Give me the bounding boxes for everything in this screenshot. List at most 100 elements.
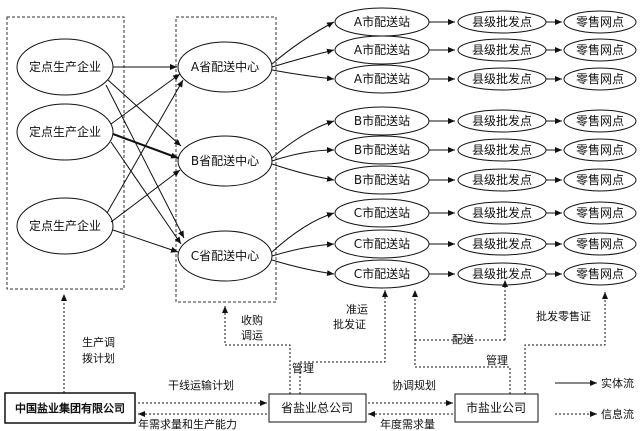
production-plan-label-2: 拨计划 bbox=[82, 351, 115, 365]
county-wholesale-node: 县级批发点 bbox=[457, 262, 547, 286]
chain-row: B市配送站 县级批发点 零售网点 bbox=[334, 135, 637, 165]
retail-outlet-node: 零售网点 bbox=[563, 232, 637, 256]
group-company-label: 中国盐业集团有限公司 bbox=[15, 401, 125, 415]
county-wholesale-label: 县级批发点 bbox=[472, 172, 532, 187]
city-station-node: B市配送站 bbox=[334, 165, 430, 195]
city-station-node: C市配送站 bbox=[334, 198, 430, 228]
coordinate-plan-label: 协调规划 bbox=[392, 378, 436, 392]
county-wholesale-node: 县级批发点 bbox=[457, 168, 547, 192]
retail-outlet-node: 零售网点 bbox=[563, 138, 637, 162]
demand-capacity-label: 年需求量和生产能力 bbox=[138, 417, 237, 431]
county-wholesale-label: 县级批发点 bbox=[472, 205, 532, 220]
distribution-chain: A市配送站县级批发点零售网点A市配送站县级批发点零售网点A市配送站县级批发点零售… bbox=[334, 7, 637, 289]
provincial-company-box: 省盐业总公司 bbox=[268, 393, 367, 423]
producers-group-box bbox=[6, 16, 125, 290]
retail-outlet-label: 零售网点 bbox=[576, 113, 624, 128]
county-wholesale-node: 县级批发点 bbox=[457, 109, 547, 133]
city-station-node: A市配送站 bbox=[334, 7, 430, 37]
retail-outlet-label: 零售网点 bbox=[576, 142, 624, 157]
retail-outlet-node: 零售网点 bbox=[563, 67, 637, 91]
center-station-arrows bbox=[271, 21, 335, 277]
city-company-box: 市盐业公司 bbox=[454, 393, 539, 423]
purchase-dispatch-label-2: 调运 bbox=[241, 329, 263, 342]
city-station-label: B市配送站 bbox=[354, 172, 410, 187]
city-station-node: C市配送站 bbox=[334, 259, 430, 289]
retail-outlet-node: 零售网点 bbox=[563, 38, 637, 62]
retail-outlet-label: 零售网点 bbox=[576, 172, 624, 187]
county-wholesale-node: 县级批发点 bbox=[457, 201, 547, 225]
manage-right-label: 管理 bbox=[486, 353, 508, 367]
approve-wholesale-label-1: 准运 bbox=[346, 303, 368, 316]
county-wholesale-node: 县级批发点 bbox=[457, 232, 547, 256]
producer-node-3: 定点生产企业 bbox=[16, 197, 114, 255]
chain-row: C市配送站 县级批发点 零售网点 bbox=[334, 198, 637, 228]
purchase-dispatch-label-1: 收购 bbox=[241, 313, 263, 327]
city-station-label: C市配送站 bbox=[354, 236, 410, 251]
center-node-b: B省配送中心 bbox=[177, 135, 273, 187]
center-node-a: A省配送中心 bbox=[177, 41, 273, 93]
city-station-label: B市配送站 bbox=[354, 142, 410, 157]
county-wholesale-label: 县级批发点 bbox=[472, 71, 532, 86]
county-wholesale-label: 县级批发点 bbox=[472, 266, 532, 281]
county-wholesale-label: 县级批发点 bbox=[472, 236, 532, 251]
producer-label: 定点生产企业 bbox=[29, 218, 101, 233]
county-wholesale-node: 县级批发点 bbox=[457, 10, 547, 34]
county-wholesale-label: 县级批发点 bbox=[472, 14, 532, 29]
approve-wholesale-label-2: 批发证 bbox=[333, 317, 366, 331]
retail-license-label: 批发零售证 bbox=[536, 309, 591, 323]
chain-row: C市配送站 县级批发点 零售网点 bbox=[334, 229, 637, 259]
provincial-company-label: 省盐业总公司 bbox=[281, 401, 353, 415]
city-station-label: A市配送站 bbox=[354, 14, 410, 29]
city-station-node: B市配送站 bbox=[334, 106, 430, 136]
center-node-c: C省配送中心 bbox=[177, 230, 273, 282]
city-station-label: C市配送站 bbox=[354, 205, 410, 220]
producer-label: 定点生产企业 bbox=[29, 124, 101, 139]
city-station-label: B市配送站 bbox=[354, 113, 410, 128]
county-wholesale-node: 县级批发点 bbox=[457, 38, 547, 62]
retail-outlet-node: 零售网点 bbox=[563, 262, 637, 286]
center-label: A省配送中心 bbox=[191, 59, 259, 74]
trunk-plan-label: 干线运输计划 bbox=[168, 378, 234, 392]
center-label: C省配送中心 bbox=[191, 248, 259, 263]
retail-outlet-node: 零售网点 bbox=[563, 10, 637, 34]
city-station-node: A市配送站 bbox=[334, 64, 430, 94]
chain-row: C市配送站 县级批发点 零售网点 bbox=[334, 259, 637, 289]
info-flow-lines bbox=[61, 280, 608, 417]
producer-node-2: 定点生产企业 bbox=[16, 103, 114, 161]
city-company-label: 市盐业公司 bbox=[466, 400, 526, 415]
legend-info-label: 信息流 bbox=[601, 407, 634, 421]
chain-row: A市配送站 县级批发点 零售网点 bbox=[334, 35, 637, 65]
group-company-box: 中国盐业集团有限公司 bbox=[4, 392, 136, 424]
city-station-label: A市配送站 bbox=[354, 71, 410, 86]
retail-outlet-label: 零售网点 bbox=[576, 205, 624, 220]
county-wholesale-label: 县级批发点 bbox=[472, 113, 532, 128]
city-station-node: C市配送站 bbox=[334, 229, 430, 259]
producer-center-arrows bbox=[105, 64, 185, 253]
legend-physical-label: 实体流 bbox=[601, 376, 634, 390]
county-wholesale-label: 县级批发点 bbox=[472, 142, 532, 157]
retail-outlet-label: 零售网点 bbox=[576, 42, 624, 57]
producer-node-1: 定点生产企业 bbox=[16, 38, 114, 96]
retail-outlet-node: 零售网点 bbox=[563, 168, 637, 192]
manage-left-label: 管理 bbox=[292, 361, 314, 375]
producer-label: 定点生产企业 bbox=[29, 59, 101, 74]
retail-outlet-node: 零售网点 bbox=[563, 109, 637, 133]
production-plan-label-1: 生产调 bbox=[82, 335, 115, 349]
retail-outlet-label: 零售网点 bbox=[576, 236, 624, 251]
chain-row: A市配送站 县级批发点 零售网点 bbox=[334, 7, 637, 37]
annual-demand-label: 年度需求量 bbox=[380, 417, 435, 431]
county-wholesale-node: 县级批发点 bbox=[457, 138, 547, 162]
chain-row: A市配送站 县级批发点 零售网点 bbox=[334, 64, 637, 94]
city-station-label: A市配送站 bbox=[354, 42, 410, 57]
chain-row: B市配送站 县级批发点 零售网点 bbox=[334, 106, 637, 136]
city-station-node: A市配送站 bbox=[334, 35, 430, 65]
retail-outlet-label: 零售网点 bbox=[576, 71, 624, 86]
center-label: B省配送中心 bbox=[191, 153, 259, 168]
county-wholesale-node: 县级批发点 bbox=[457, 67, 547, 91]
chain-row: B市配送站 县级批发点 零售网点 bbox=[334, 165, 637, 195]
county-wholesale-label: 县级批发点 bbox=[472, 42, 532, 57]
city-station-label: C市配送站 bbox=[354, 266, 410, 281]
city-station-node: B市配送站 bbox=[334, 135, 430, 165]
distribute-label: 配送 bbox=[452, 332, 474, 346]
